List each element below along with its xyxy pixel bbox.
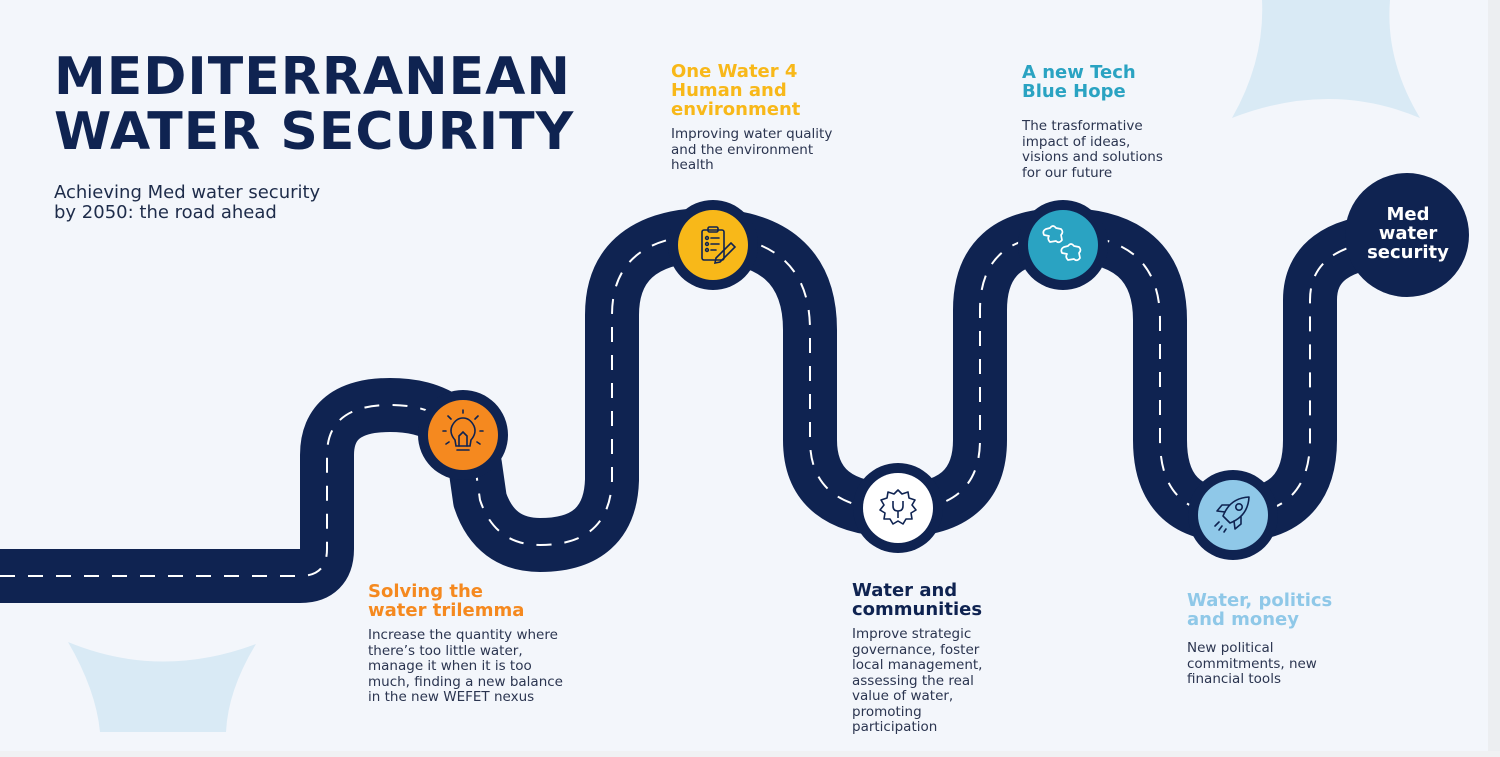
page-right-edge: [1488, 0, 1500, 757]
title-line-1: MEDITERRANEAN: [54, 47, 571, 107]
milestone-node-4[interactable]: [1018, 200, 1108, 290]
rocket-icon: [1214, 496, 1250, 533]
milestone-node-3[interactable]: [853, 463, 943, 553]
milestone-title: One Water 4 Human and environment: [671, 61, 801, 120]
milestone-description: Improve strategic governance, foster loc…: [852, 626, 983, 735]
milestone-description: New political commitments, new financial…: [1187, 640, 1317, 687]
milestone-text-2: One Water 4 Human and environment Improv…: [671, 62, 832, 174]
decor-shape-top-right: [1232, 0, 1420, 118]
page-title: MEDITERRANEAN WATER SECURITY: [54, 50, 574, 160]
milestone-title: Water and communities: [852, 580, 983, 620]
milestone-text-4: A new Tech Blue Hope The trasformative i…: [1022, 63, 1163, 181]
milestone-description: Improving water quality and the environm…: [671, 126, 833, 173]
milestone-title: Water, politics and money: [1187, 590, 1333, 630]
milestone-node-5[interactable]: [1188, 470, 1278, 560]
milestone-text-1: Solving the water trilemma Increase the …: [368, 582, 563, 706]
gear-wrench-icon: [879, 489, 917, 525]
milestone-node-1[interactable]: [418, 390, 508, 480]
destination-node[interactable]: [1345, 173, 1469, 297]
lightbulb-icon: [442, 409, 484, 451]
milestone-node-2[interactable]: [668, 200, 758, 290]
subtitle-line-1: Achieving Med water security: [54, 182, 321, 203]
decor-shape-bottom-left: [68, 642, 256, 732]
title-line-2: WATER SECURITY: [54, 102, 575, 162]
milestone-title: Solving the water trilemma: [368, 581, 525, 621]
subtitle-line-2: by 2050: the road ahead: [54, 202, 277, 223]
clipboard-pen-icon: [701, 226, 737, 265]
milestone-description: Increase the quantity where there’s too …: [368, 627, 563, 705]
milestone-text-5: Water, politics and money New political …: [1187, 591, 1332, 688]
page-subtitle: Achieving Med water security by 2050: th…: [54, 183, 320, 223]
milestone-description: The trasformative impact of ideas, visio…: [1022, 118, 1163, 181]
milestone-title: A new Tech Blue Hope: [1022, 62, 1136, 102]
milestone-text-3: Water and communities Improve strategic …: [852, 581, 982, 736]
page-bottom-edge: [0, 751, 1500, 757]
destination-label: Med water security: [1367, 204, 1449, 263]
puzzle-gears-icon: [1042, 225, 1082, 262]
